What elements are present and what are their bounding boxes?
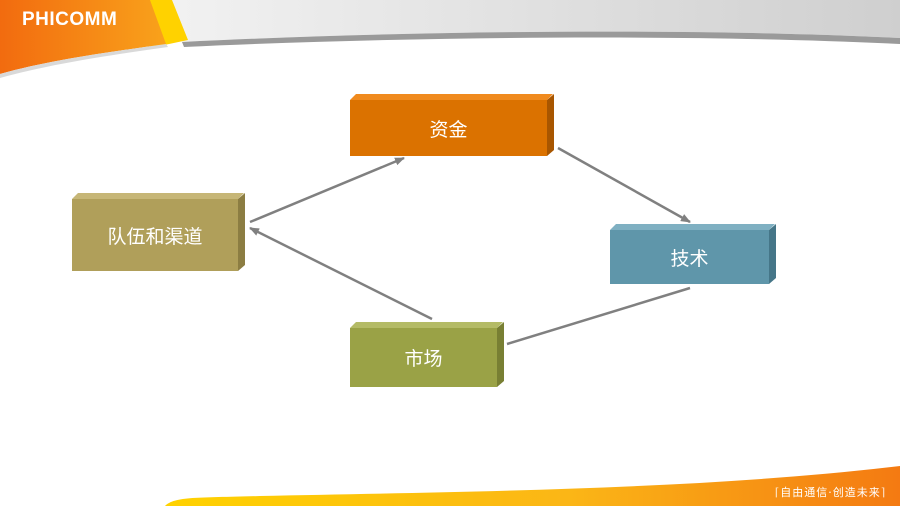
node-team-top-face (72, 193, 244, 199)
header-banner (0, 0, 900, 78)
arrow-team-to-funds (249, 156, 405, 224)
node-team-side-face (238, 193, 245, 271)
slogan-text: 自由通信·创造未来 (780, 486, 881, 499)
node-funds-top-face (350, 94, 553, 100)
node-market-top-face (350, 322, 503, 328)
slogan: ⌈自由通信·创造未来⌉ (775, 484, 886, 500)
node-team-label: 队伍和渠道 (107, 225, 203, 248)
phicomm-logo: PHICOMM (22, 9, 118, 30)
node-market: 市场 (350, 328, 497, 387)
arrow-funds-to-tech (557, 146, 691, 224)
node-tech-label: 技术 (670, 247, 709, 270)
slogan-bracket-left-icon: ⌈ (774, 486, 781, 499)
node-market-side-face (497, 322, 504, 387)
slogan-bracket-right-icon: ⌉ (880, 486, 886, 499)
footer-banner (165, 466, 900, 506)
line-tech-to-market (506, 286, 691, 346)
node-tech-top-face (610, 224, 775, 230)
node-market-label: 市场 (404, 348, 443, 370)
node-tech-side-face (769, 224, 776, 284)
node-tech: 技术 (610, 230, 769, 284)
node-team: 队伍和渠道 (72, 199, 238, 271)
node-funds-side-face (547, 94, 554, 156)
arrow-market-to-team (249, 226, 433, 321)
node-funds: 资金 (350, 100, 547, 156)
node-funds-label: 资金 (429, 118, 468, 141)
